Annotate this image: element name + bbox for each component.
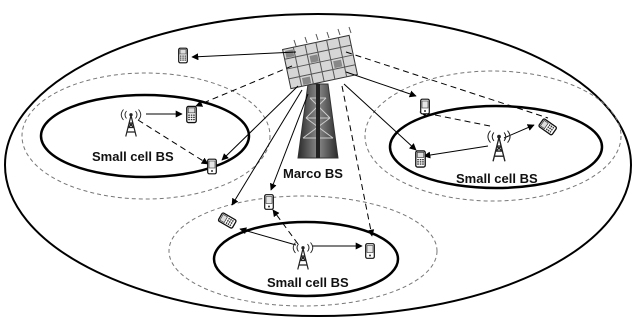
small-cell-bottom-label: Small cell BS: [267, 275, 349, 290]
small-cell-bottom: [212, 220, 400, 298]
macro-base-station-icon: [281, 26, 359, 159]
small-cell-tower-icon: [120, 108, 142, 138]
small-cell-tower-icon: [487, 129, 511, 163]
phone-icon: [264, 194, 274, 210]
small-cell-coverage-right: [364, 70, 622, 202]
phone-icon: [178, 47, 188, 64]
small-cell-coverage-bottom: [168, 195, 438, 307]
phone-icon: [537, 117, 558, 137]
macro-cell-boundary: [4, 13, 632, 317]
phone-icon: [415, 150, 426, 168]
small-cell-right: [388, 104, 604, 190]
phone-icon: [217, 211, 238, 230]
phone-icon: [365, 243, 375, 259]
small-cell-coverage-left: [21, 72, 271, 200]
small-cell-tower-icon: [292, 241, 314, 271]
small-cell-left: [39, 93, 251, 179]
phone-icon: [186, 105, 197, 124]
phone-icon: [207, 158, 217, 175]
phone-icon: [420, 98, 430, 115]
small-cell-right-label: Small cell BS: [456, 171, 538, 186]
macro-bs-label: Marco BS: [283, 166, 343, 181]
small-cell-left-label: Small cell BS: [92, 149, 174, 164]
